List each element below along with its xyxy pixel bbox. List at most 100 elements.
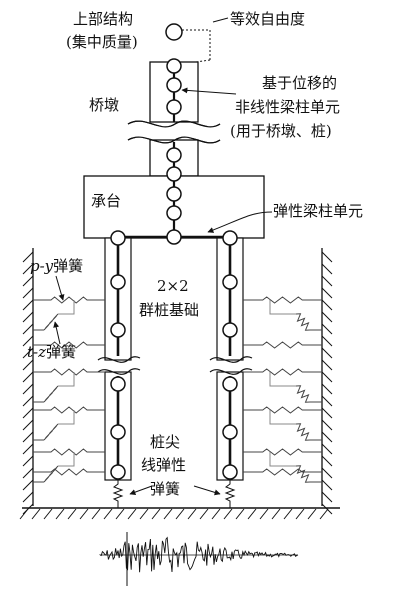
soil-springs (33, 296, 322, 483)
p-y-spring (33, 341, 105, 349)
pile-node (222, 322, 238, 338)
t-z-spring (43, 423, 59, 441)
p-y-spring (243, 448, 322, 456)
pier-node (166, 147, 182, 163)
hatch-line (103, 508, 113, 520)
elastic-label-leader (207, 211, 273, 233)
tip-spring (224, 479, 236, 508)
hatch-line (247, 508, 257, 520)
pile-node (222, 376, 238, 392)
hatch-line (115, 508, 125, 520)
hatch-line (22, 299, 34, 311)
pile-node (110, 274, 126, 290)
acceleration-time-history (99, 536, 299, 573)
superstructure-label-2: (集中质量) (66, 33, 138, 51)
pile-node (110, 424, 126, 440)
pier-node (166, 99, 182, 115)
soil-hatch-right (321, 251, 333, 515)
t-z-spring-link (58, 410, 75, 425)
ground-hatch (19, 508, 329, 520)
hatch-line (139, 508, 149, 520)
hatch-line (319, 508, 329, 520)
hatch-line (321, 347, 333, 359)
tz-suffix: 弹簧 (46, 343, 76, 361)
p-y-spring (33, 448, 105, 456)
t-z-spring (295, 423, 311, 441)
t-z-spring-link (269, 452, 296, 467)
tip-arrow-right (193, 485, 221, 496)
p-y-spring (243, 406, 322, 414)
hatch-line (187, 508, 197, 520)
t-z-spring-link (269, 410, 296, 425)
hatch-line (91, 508, 101, 520)
superstructure-group (165, 17, 229, 65)
cap-node (166, 186, 182, 202)
hatch-line (321, 431, 333, 443)
hatch-line (235, 508, 245, 520)
tip-spring (112, 479, 124, 508)
hatch-line (22, 479, 34, 491)
t-z-spring-link (269, 300, 296, 315)
hatch-line (259, 508, 269, 520)
hatch-line (22, 467, 34, 479)
t-z-spring-link (58, 372, 75, 387)
hatch-line (321, 263, 333, 275)
hatch-line (67, 508, 77, 520)
hatch-line (22, 383, 34, 395)
t-z-spring (295, 465, 311, 483)
pile-break-mark (97, 368, 141, 375)
hatch-line (22, 491, 34, 503)
py-suffix: 弹簧 (53, 257, 83, 275)
hatch-line (22, 359, 34, 371)
equivalent-dof-label: 等效自由度 (230, 10, 305, 28)
hatch-line (321, 359, 333, 371)
hatch-line (321, 479, 333, 491)
hatch-line (321, 395, 333, 407)
nonlinear-label-1: 基于位移的 (262, 74, 337, 92)
t-z-spring-link (58, 452, 75, 467)
t-z-spring-link (269, 372, 296, 387)
hatch-line (321, 443, 333, 455)
pier-label: 桥墩 (89, 96, 119, 114)
pile-node (110, 322, 126, 338)
hatch-line (321, 383, 333, 395)
pile-group (97, 230, 253, 508)
hatch-line (175, 508, 185, 520)
pile-break-mark (209, 356, 253, 363)
p-y-spring (33, 296, 105, 304)
p-y-spring (243, 341, 322, 349)
nonlinear-label-3: (用于桥墩、桩) (230, 122, 332, 140)
hatch-line (321, 287, 333, 299)
cap-node (166, 229, 182, 245)
ground-motion-record (99, 532, 299, 586)
hatch-line (321, 275, 333, 287)
p-y-spring (33, 468, 105, 476)
hatch-line (79, 508, 89, 520)
hatch-line (22, 251, 34, 263)
p-y-spring (243, 296, 322, 304)
pile-node (222, 274, 238, 290)
hatch-line (22, 347, 34, 359)
hatch-line (22, 443, 34, 455)
elastic-beam-label: 弹性梁柱单元 (273, 202, 363, 220)
hatch-line (223, 508, 233, 520)
hatch-line (321, 407, 333, 419)
pile-cap-group (83, 166, 273, 245)
tz-arrow (53, 321, 61, 345)
cap-node (166, 205, 182, 221)
superstructure-label-1: 上部结构 (73, 10, 133, 28)
pile-cap-label: 承台 (91, 192, 121, 210)
t-z-spring (295, 313, 311, 331)
tip-label-3: 弹簧 (150, 480, 180, 498)
hatch-line (22, 287, 34, 299)
hatch-line (321, 311, 333, 323)
hatch-line (22, 419, 34, 431)
hatch-line (295, 508, 305, 520)
pier-node (166, 77, 182, 93)
nonlinear-label-leader (181, 87, 237, 95)
hatch-line (22, 395, 34, 407)
hatch-line (321, 503, 333, 515)
hatch-line (22, 431, 34, 443)
pile-node (110, 464, 126, 480)
